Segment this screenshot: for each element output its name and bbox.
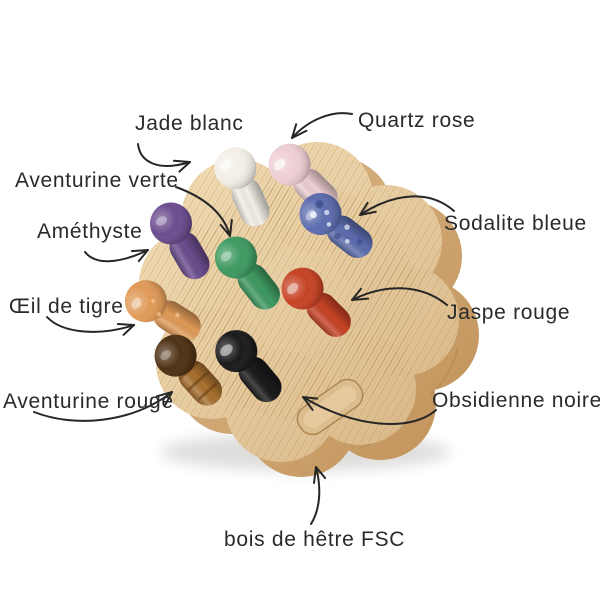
stone-sodalite-bleue — [299, 192, 373, 258]
arrow-bois-de-hetre — [310, 466, 327, 525]
sodalite-speckles — [310, 200, 363, 245]
stone-obsidienne-noire — [215, 330, 282, 403]
arrow-amethyste — [84, 249, 149, 263]
board-slot — [296, 378, 364, 436]
label-bois-de-hetre: bois de hêtre FSC — [224, 528, 406, 551]
arrow-oeil-de-tigre — [46, 316, 135, 336]
label-jaspe-rouge: Jaspe rouge — [447, 301, 571, 324]
stone-amethyste — [150, 202, 210, 280]
arrow-obsidienne-noire — [302, 396, 437, 425]
arrow-sodalite-bleue — [359, 195, 455, 216]
arrow-jade-blanc — [137, 143, 191, 173]
arrow-aventurine-verte — [175, 186, 233, 237]
annotation-arrows — [33, 112, 455, 525]
stone-aventurine-rouge — [154, 334, 223, 406]
arrow-jaspe-rouge — [351, 287, 448, 306]
stone-oeil-de-tigre — [124, 280, 201, 342]
stone-aventurine-verte — [214, 236, 280, 310]
arrow-quartz-rose — [291, 112, 353, 139]
arrow-aventurine-rouge — [33, 391, 173, 422]
label-aventurine-verte: Aventurine verte — [15, 169, 179, 192]
label-oeil-de-tigre: Œil de tigre — [9, 295, 124, 318]
stone-jaspe-rouge — [281, 267, 351, 337]
label-quartz-rose: Quartz rose — [358, 109, 476, 132]
label-aventurine-rouge: Aventurine rouge — [3, 390, 174, 413]
label-obsidienne-noire: Obsidienne noire — [432, 389, 600, 412]
label-sodalite-bleue: Sodalite bleue — [444, 212, 587, 235]
stone-jade-blanc — [214, 147, 270, 227]
label-amethyste: Améthyste — [37, 220, 143, 243]
label-jade-blanc: Jade blanc — [135, 112, 244, 135]
tigre-speckles — [136, 298, 180, 318]
